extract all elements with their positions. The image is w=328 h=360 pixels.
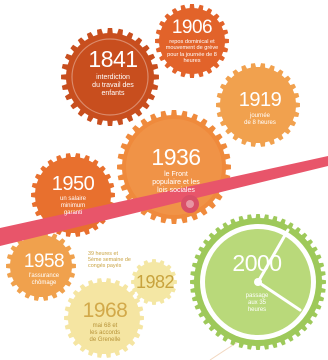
band-knob (181, 195, 199, 213)
gear-1906-icon (155, 4, 229, 78)
timeline-band (0, 156, 328, 246)
gauge-needle-2 (256, 228, 290, 284)
gauge-needle (256, 280, 302, 312)
gauge-pivot (254, 278, 262, 286)
gear-1841-icon (61, 28, 159, 126)
gear-1919-icon (216, 63, 300, 147)
gear-1968-icon (64, 278, 144, 358)
band-knob-center (186, 200, 194, 208)
gear-1982-icon (131, 259, 177, 305)
gear-1841-ring (71, 38, 149, 116)
gear-1958-icon (6, 231, 76, 301)
